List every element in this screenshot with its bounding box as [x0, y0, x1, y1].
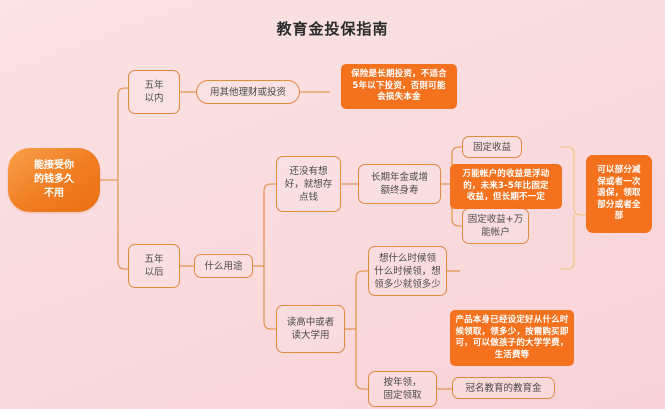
- node-fixed-plus-universal[interactable]: 固定收益+万 能帐户: [462, 208, 529, 244]
- node-fixed-income[interactable]: 固定收益: [462, 136, 522, 158]
- callout-preset-withdrawal-note: 产品本身已经设定好从什么时 候领取，领多少，按需购买即 可，可以做孩子的大学学费…: [450, 310, 574, 366]
- node-other-investment[interactable]: 用其他理财或投资: [196, 80, 300, 104]
- branch-after-five-years[interactable]: 五年 以后: [128, 244, 180, 288]
- callout-long-term-warning: 保险是长期投资，不适合 5年以下投资，否则可能 会损失本金: [341, 64, 457, 109]
- callout-partial-surrender-note: 可以部分减 保或者一次 退保，领取 部分或者全 部: [586, 155, 652, 233]
- callout-universal-account-note: 万能帐户的收益是浮动 的，未来3-5年比固定 收益，但长期不一定: [450, 164, 562, 209]
- node-long-term-annuity[interactable]: 长期年金或增 额终身寿: [358, 164, 441, 204]
- page-title: 教育金投保指南: [276, 20, 389, 38]
- node-not-decided[interactable]: 还没有想 好，就想存 点钱: [276, 156, 341, 212]
- branch-within-five-years[interactable]: 五年 以内: [128, 70, 180, 114]
- node-withdraw-anytime[interactable]: 想什么时候领 什么时候领，想 领多少就领多少: [368, 246, 447, 296]
- node-named-education-fund[interactable]: 冠名教育的教育金: [452, 377, 555, 399]
- root-node[interactable]: 能接受你 的钱多久 不用: [8, 148, 100, 212]
- node-what-purpose[interactable]: 什么用途: [194, 254, 253, 278]
- node-highschool-college[interactable]: 读高中或者 读大学用: [276, 305, 345, 353]
- node-yearly-fixed[interactable]: 按年领， 固定领取: [368, 371, 437, 407]
